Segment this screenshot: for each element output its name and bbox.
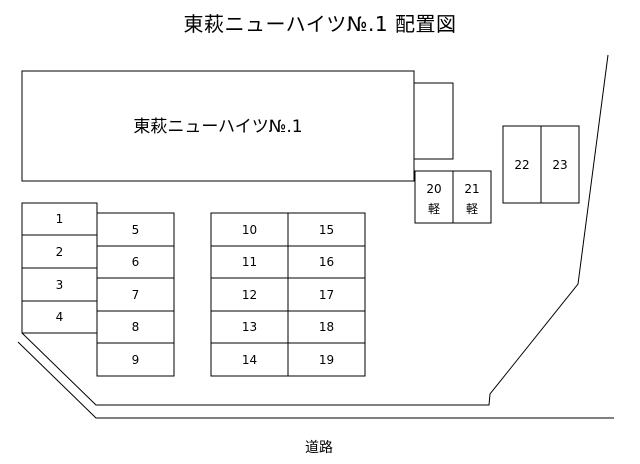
space-number: 3 [56, 278, 64, 292]
space-number: 19 [319, 353, 334, 367]
parking-space-16: 16 [287, 245, 366, 279]
parking-space-20: 20 軽 [414, 170, 454, 224]
building-outline [21, 70, 415, 182]
parking-space-9: 9 [96, 342, 175, 377]
parking-space-8: 8 [96, 310, 175, 344]
space-number: 21 [464, 182, 479, 196]
building: 東萩ニューハイツ№.1 [21, 70, 454, 182]
building-annex [413, 82, 454, 160]
space-number: 5 [132, 223, 140, 237]
road-label: 道路 [305, 440, 333, 456]
space-number: 14 [242, 353, 257, 367]
parking-space-17: 17 [287, 277, 366, 312]
space-type: 軽 [466, 202, 478, 216]
parking-space-13: 13 [210, 310, 289, 344]
space-number: 6 [132, 255, 140, 269]
road-edge [17, 341, 614, 419]
space-number: 18 [319, 320, 334, 334]
parking-space-23: 23 [540, 125, 580, 204]
space-number: 17 [319, 288, 334, 302]
parking-spaces: 1 2 3 4 5 6 7 8 9 10 11 12 13 14 15 16 1… [21, 125, 580, 377]
space-number: 2 [56, 245, 64, 259]
space-number: 11 [242, 255, 257, 269]
parking-space-4: 4 [21, 300, 98, 334]
parking-space-15: 15 [287, 212, 366, 247]
parking-space-21: 21 軽 [452, 170, 492, 224]
space-number: 1 [56, 212, 64, 226]
parking-space-10: 10 [210, 212, 289, 247]
parking-space-1: 1 [21, 202, 98, 236]
parking-space-6: 6 [96, 245, 175, 279]
parking-space-3: 3 [21, 267, 98, 302]
space-number: 9 [132, 353, 140, 367]
parking-space-2: 2 [21, 234, 98, 269]
parking-space-14: 14 [210, 342, 289, 377]
space-number: 4 [56, 310, 64, 324]
building-label: 東萩ニューハイツ№.1 [133, 117, 302, 137]
parking-space-22: 22 [502, 125, 542, 204]
parking-space-7: 7 [96, 277, 175, 312]
space-number: 13 [242, 320, 257, 334]
space-number: 23 [552, 158, 567, 172]
site-boundary-inner [21, 54, 609, 406]
parking-space-19: 19 [287, 342, 366, 377]
space-number: 20 [426, 182, 441, 196]
space-number: 8 [132, 320, 140, 334]
space-type: 軽 [428, 202, 440, 216]
space-number: 15 [319, 223, 334, 237]
space-number: 22 [514, 158, 529, 172]
parking-space-12: 12 [210, 277, 289, 312]
page-title: 東萩ニューハイツ№.1 配置図 [183, 12, 457, 36]
space-number: 7 [132, 288, 140, 302]
site-boundary [17, 54, 614, 419]
space-number: 12 [242, 288, 257, 302]
parking-space-11: 11 [210, 245, 289, 279]
parking-space-5: 5 [96, 212, 175, 247]
space-number: 10 [242, 223, 257, 237]
parking-space-18: 18 [287, 310, 366, 344]
space-number: 16 [319, 255, 334, 269]
